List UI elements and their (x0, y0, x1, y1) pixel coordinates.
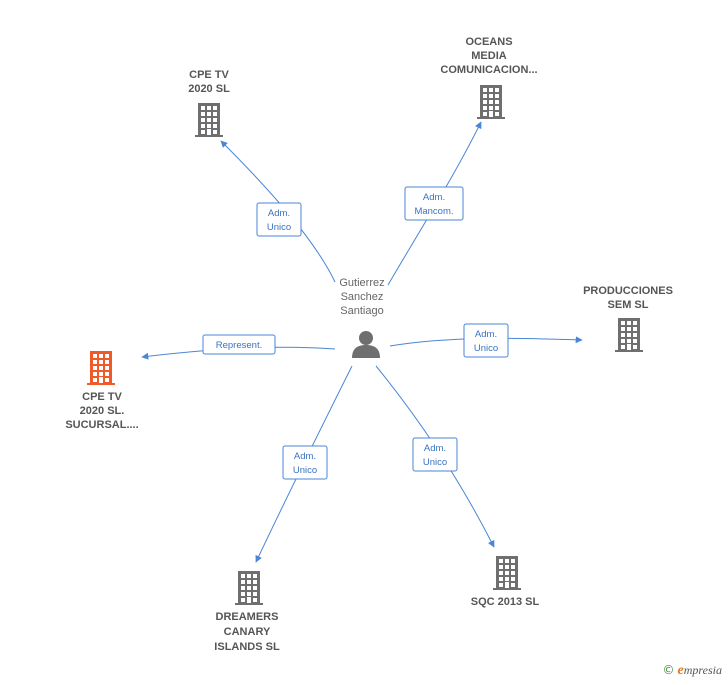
center-name-line: Santiago (340, 305, 383, 317)
building-icon (615, 318, 643, 352)
node-label-line: SEM SL (608, 299, 649, 311)
copyright-symbol: © (662, 663, 675, 677)
brand-name: mpresia (683, 663, 722, 677)
edge-label-line: Unico (423, 457, 447, 468)
edge-label-line: Mancom. (414, 206, 453, 217)
footer-brand[interactable]: © empresia (663, 663, 722, 679)
building-icon (493, 556, 521, 590)
center-name-line: Sanchez (341, 291, 384, 303)
center-person[interactable]: Gutierrez Sanchez Santiago (339, 277, 385, 358)
node-label-line: COMUNICACION... (440, 64, 537, 76)
edge-label-line: Unico (474, 343, 498, 354)
edge-label-line: Unico (293, 465, 317, 476)
building-icon (195, 103, 223, 137)
node-dreamers-canary[interactable]: DREAMERS CANARY ISLANDS SL (214, 571, 280, 653)
node-label-line: OCEANS (465, 36, 512, 48)
building-icon (477, 85, 505, 119)
node-label-line: 2020 SL. (80, 405, 125, 417)
edge-label-sqc-2013[interactable]: Adm. Unico (412, 437, 458, 472)
edge-label-line: Adm. (268, 208, 290, 219)
edge-label-line: Represent. (216, 340, 262, 351)
edge-label-producciones-sem[interactable]: Adm. Unico (463, 323, 509, 358)
node-label-line: 2020 SL (188, 83, 230, 95)
node-label-line: CPE TV (82, 391, 122, 403)
node-sqc-2013[interactable]: SQC 2013 SL (471, 556, 540, 608)
node-label-line: MEDIA (471, 50, 507, 62)
node-label-line: CPE TV (189, 69, 229, 81)
edge-label-cpe-tv-2020[interactable]: Adm. Unico (256, 202, 302, 237)
node-cpe-tv-sucursal[interactable]: CPE TV 2020 SL. SUCURSAL.... (65, 351, 139, 431)
edge-label-cpe-tv-sucursal[interactable]: Represent. (202, 334, 276, 355)
edge-label-line: Adm. (294, 451, 316, 462)
edge-label-line: Unico (267, 222, 291, 233)
node-label-line: ISLANDS SL (214, 641, 280, 653)
edge-label-oceans-media[interactable]: Adm. Mancom. (404, 186, 464, 221)
center-name-line: Gutierrez (339, 277, 384, 289)
edge-label-dreamers-canary[interactable]: Adm. Unico (282, 445, 328, 480)
node-label-line: CANARY (224, 626, 271, 638)
node-label-line: SQC 2013 SL (471, 596, 540, 608)
building-icon (235, 571, 263, 605)
edge-label-line: Adm. (424, 443, 446, 454)
node-oceans-media[interactable]: OCEANS MEDIA COMUNICACION... (440, 36, 538, 119)
brand-initial: e (677, 663, 684, 678)
building-icon (87, 351, 115, 385)
node-label-line: DREAMERS (216, 611, 279, 623)
node-label-line: PRODUCCIONES (583, 285, 673, 297)
person-icon (352, 331, 380, 358)
node-cpe-tv-2020[interactable]: CPE TV 2020 SL (188, 69, 230, 137)
node-producciones-sem[interactable]: PRODUCCIONES SEM SL (583, 285, 673, 352)
node-label-line: SUCURSAL.... (65, 419, 138, 431)
edge-label-line: Adm. (423, 192, 445, 203)
edge-label-line: Adm. (475, 329, 497, 340)
